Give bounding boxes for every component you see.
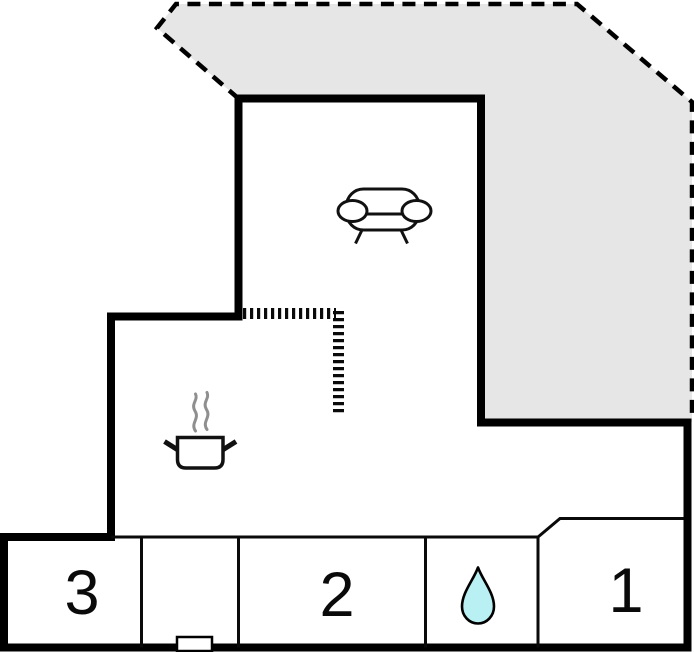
- cooking-pot-icon: [163, 391, 238, 470]
- sofa-armrest-right: [400, 199, 433, 223]
- sofa-leg-left: [354, 229, 364, 245]
- terrace-dashed-border: [153, 1, 694, 419]
- water-drop-icon: [460, 566, 496, 625]
- sofa-armrest-left: [336, 199, 369, 223]
- sofa-leg-right: [399, 229, 409, 245]
- room-3-label: 3: [64, 558, 99, 628]
- pot-body: [175, 435, 225, 470]
- terrace-area: [157, 4, 692, 422]
- rooms-top-wall: [111, 517, 684, 539]
- room-2-label: 2: [319, 560, 354, 630]
- steam-line-left: [192, 392, 198, 433]
- steam-line-right: [203, 391, 210, 431]
- room-1-label: 1: [608, 556, 643, 626]
- sofa-icon: [336, 187, 433, 245]
- entrance-door: [175, 635, 214, 652]
- building-outline: [0, 94, 692, 652]
